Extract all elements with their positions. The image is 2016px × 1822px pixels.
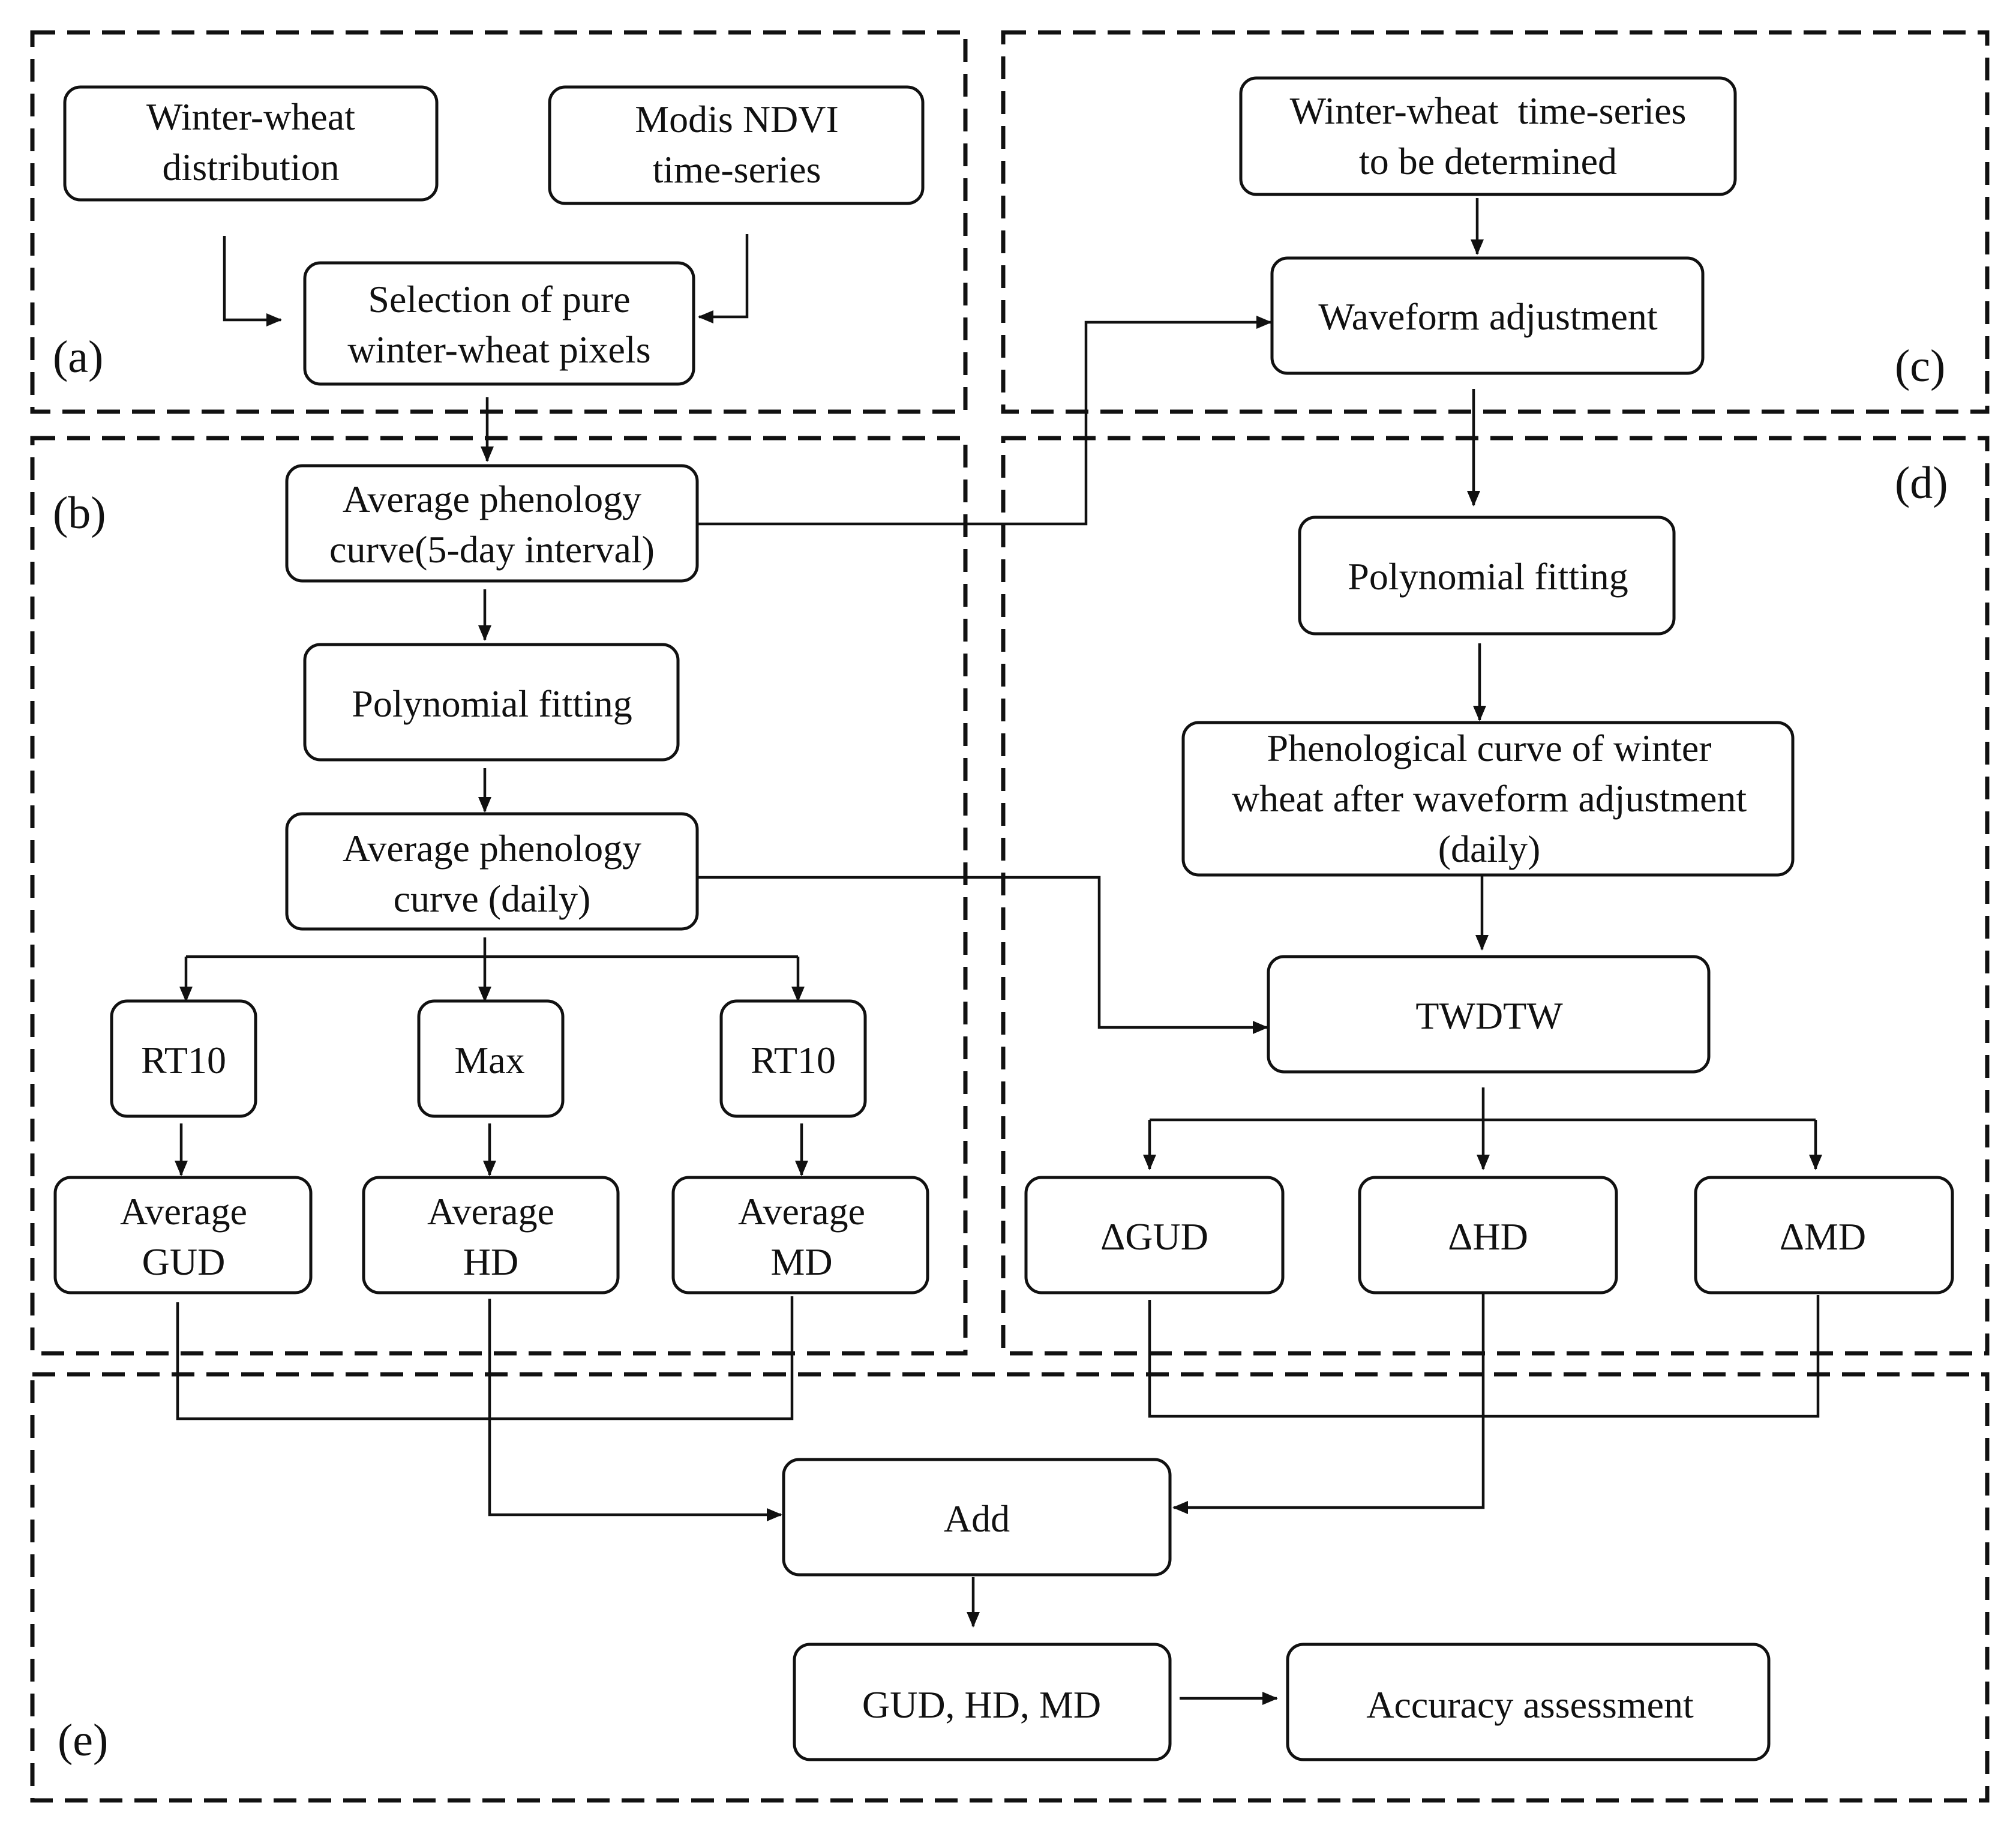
box-polynomial-fitting-b: Polynomial fitting [303, 643, 680, 762]
box-avg-phenology-daily: Average phenology curve (daily) [285, 812, 699, 931]
panel-label-b: (b) [53, 488, 106, 538]
box-text-line: Selection of pure [368, 278, 630, 320]
box-text-line: MD [770, 1240, 832, 1283]
box-text-line: distribution [162, 146, 339, 188]
box-text-line: Winter-wheat time-series [1290, 89, 1687, 132]
box-text-line: Polynomial fitting [1348, 555, 1628, 598]
box-text-line: wheat after waveform adjustment [1232, 777, 1747, 820]
box-text-line: Average phenology [343, 478, 641, 520]
box-text-line: winter-wheat pixels [347, 328, 650, 371]
box-text-line: Waveform adjustment [1318, 295, 1658, 338]
box-ww-timeseries: Winter-wheat time-series to be determined [1239, 76, 1737, 196]
box-text-line: RT10 [141, 1039, 226, 1081]
box-delta-gud: ΔGUD [1024, 1176, 1285, 1294]
connectors [175, 198, 1822, 1705]
box-text-line: Modis NDVI [635, 98, 839, 140]
box-waveform-adjustment: Waveform adjustment [1270, 256, 1705, 375]
box-text-line: TWDTW [1415, 994, 1563, 1037]
box-text-line: ΔHD [1448, 1215, 1528, 1258]
box-text-line: time-series [653, 148, 821, 191]
panel-label-d: (d) [1895, 458, 1948, 508]
panel-b-outline [30, 436, 968, 1356]
box-text-line: Winter-wheat [146, 95, 355, 138]
box-text-line: curve(5-day interval) [329, 528, 655, 571]
box-text-line: Polynomial fitting [352, 682, 632, 725]
box-text-line: Average [738, 1190, 865, 1233]
box-text-line: ΔMD [1780, 1215, 1866, 1258]
box-max: Max [417, 999, 565, 1118]
panel-e-outline [30, 1372, 1990, 1803]
box-delta-md: ΔMD [1694, 1176, 1954, 1294]
panel-outlines [30, 30, 1990, 1803]
panel-label-a: (a) [53, 332, 103, 382]
box-text-line: Average [120, 1190, 247, 1233]
box-text-line: Add [944, 1497, 1010, 1540]
boxes: Winter-wheat distribution Modis NDVI time-… [53, 76, 1954, 1761]
arrow-delta-hd-to-add [1172, 1294, 1485, 1514]
box-gud-hd-md: GUD, HD, MD [793, 1643, 1172, 1761]
box-modis-ndvi: Modis NDVI time-series [548, 85, 925, 205]
box-selection-pure: Selection of pure winter-wheat pixels [303, 261, 695, 386]
box-text-line: (daily) [1438, 828, 1541, 870]
box-text-line: Average phenology [343, 827, 641, 870]
box-avg-phenology-5day: Average phenology curve(5-day interval) [285, 464, 699, 583]
box-add: Add [782, 1458, 1172, 1577]
box-twdtw: TWDTW [1267, 955, 1711, 1074]
arrow-hd-to-add [488, 1299, 782, 1521]
box-text-line: to be determined [1359, 140, 1617, 182]
box-delta-hd: ΔHD [1358, 1176, 1618, 1294]
box-text-line: Phenological curve of winter [1267, 727, 1711, 769]
arrow-avg5day-to-waveform [697, 316, 1272, 526]
box-text-line: Max [454, 1039, 524, 1081]
line-gud-md-left [176, 1296, 794, 1421]
box-text-line: GUD [142, 1240, 226, 1283]
arrow-ndvi-to-selection [698, 234, 749, 323]
box-polynomial-fitting-d: Polynomial fitting [1298, 516, 1676, 636]
box-winter-wheat-distribution: Winter-wheat distribution [63, 85, 439, 202]
panel-a-outline [30, 30, 968, 414]
panel-c-outline [1001, 30, 1990, 414]
box-accuracy-assessment: Accuracy assessment [1286, 1643, 1771, 1761]
box-text-line: ΔGUD [1100, 1215, 1208, 1258]
box-rt10-left: RT10 [110, 999, 257, 1118]
box-text-line: GUD, HD, MD [862, 1683, 1101, 1726]
box-text-line: curve (daily) [394, 877, 591, 920]
panel-label-e: (e) [58, 1715, 108, 1766]
panel-label-c: (c) [1895, 341, 1945, 391]
arrow-distribution-to-selection [223, 236, 282, 326]
box-rt10-right: RT10 [719, 999, 867, 1118]
box-text-line: Accuracy assessment [1366, 1683, 1694, 1726]
panel-d-outline [1001, 436, 1990, 1356]
box-text-line: Average [427, 1190, 554, 1233]
box-text-line: RT10 [751, 1039, 836, 1081]
arrow-avgdaily-to-twdtw [697, 876, 1268, 1034]
box-phenological-curve-adjusted: Phenological curve of winter wheat after … [1181, 721, 1795, 877]
box-text-line: HD [463, 1240, 518, 1283]
